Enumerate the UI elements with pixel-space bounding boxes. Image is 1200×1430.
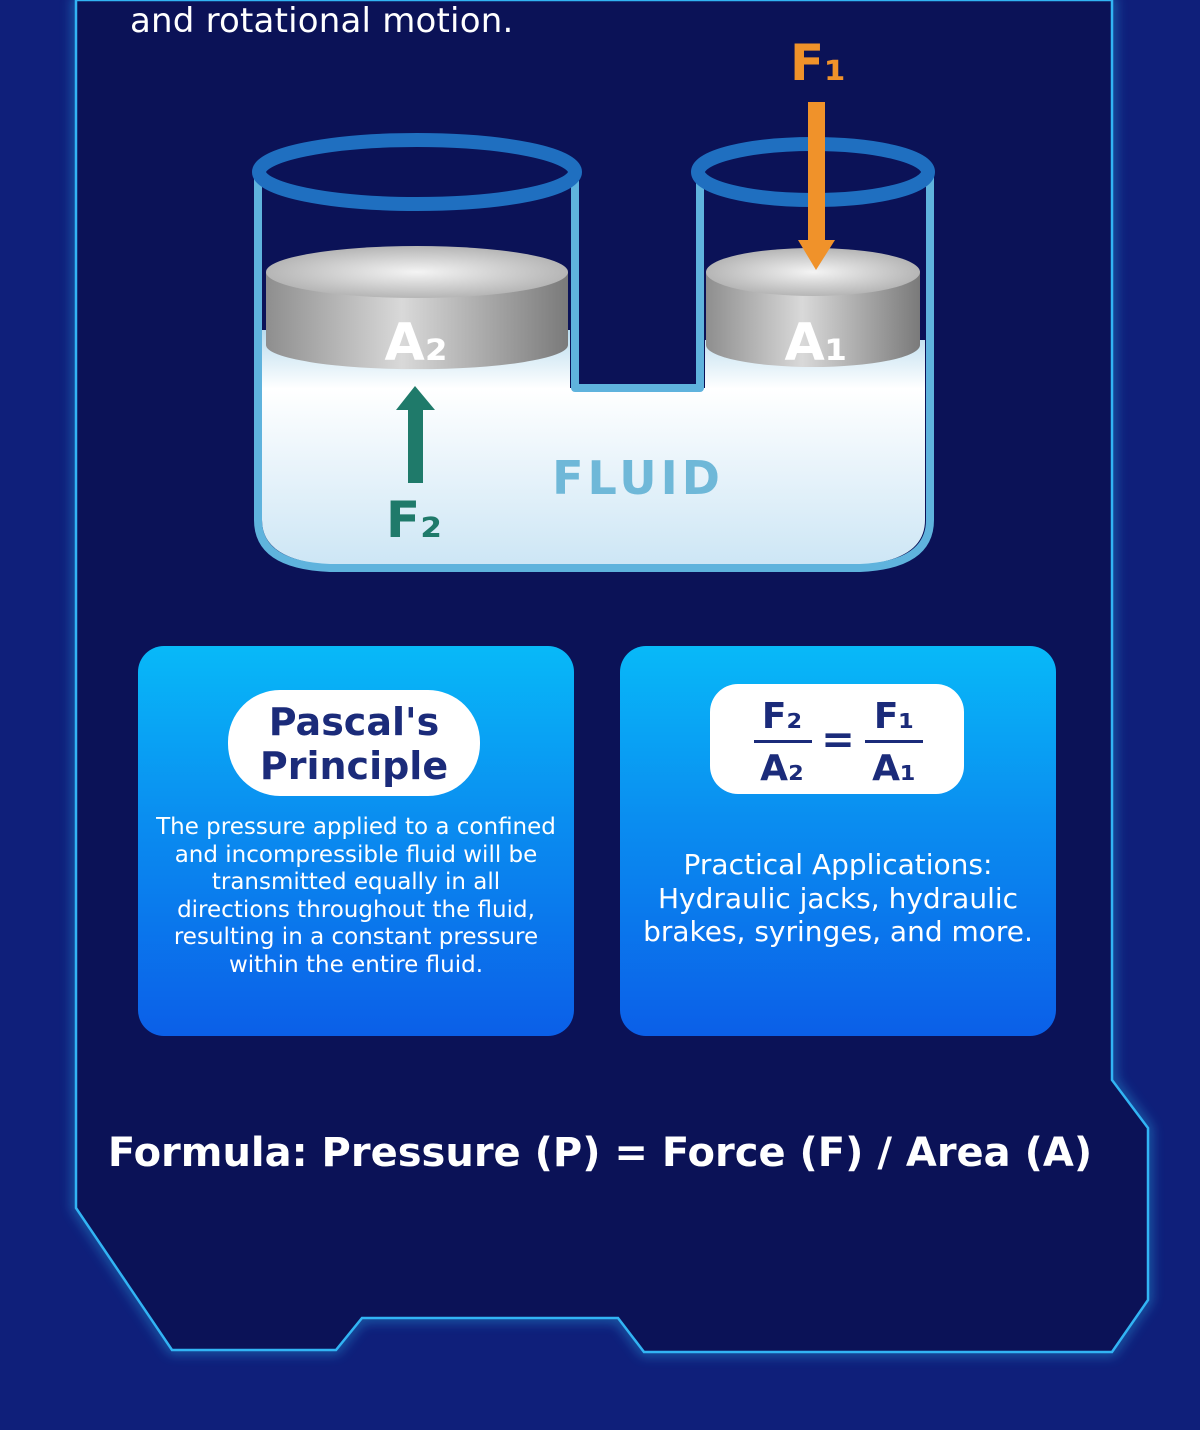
intro-line-2: and rotational motion. — [130, 1, 514, 41]
tank-outline — [254, 175, 934, 572]
ratio-left-numerator: F₂ — [762, 696, 802, 737]
intro-text: p and rotational motion. — [130, 0, 1090, 48]
area-large-label: A₂ — [384, 313, 447, 373]
large-piston — [266, 246, 568, 370]
ratio-left-bar — [754, 740, 812, 743]
principle-title-pill: Pascal's Principle — [228, 690, 480, 796]
large-cylinder-rim — [252, 133, 582, 211]
pressure-formula: Formula: Pressure (P) = Force (F) / Area… — [107, 1130, 1093, 1176]
ratio-right-denominator: A₁ — [872, 748, 916, 789]
fluid-label: FLUID — [552, 451, 724, 505]
ratio-formula: F₂ A₂ = F₁ A₁ — [754, 696, 923, 789]
ratio-left-denominator: A₂ — [760, 748, 804, 789]
ratio-equals: = — [821, 717, 855, 763]
force-in-label: F₁ — [790, 34, 846, 92]
small-piston — [706, 248, 920, 367]
ratio-formula-pill: F₂ A₂ = F₁ A₁ — [710, 684, 964, 794]
force-in-arrow — [798, 102, 835, 270]
pressure-ratio-card: F₂ A₂ = F₁ A₁ Practical Applications: Hy… — [620, 646, 1056, 1036]
fluid-body — [262, 330, 925, 565]
hydraulic-press-diagram: F₁ F₂ A₂ A₁ FLUID — [252, 34, 935, 572]
practical-applications: Practical Applications: Hydraulic jacks,… — [643, 848, 1033, 948]
ratio-right-bar — [865, 740, 923, 743]
force-out-label: F₂ — [386, 491, 442, 549]
principle-title-line-1: Pascal's — [268, 700, 440, 744]
principle-title-line-2: Principle — [259, 744, 449, 788]
area-small-label: A₁ — [784, 313, 847, 373]
pascals-principle-card: Pascal's Principle The pressure applied … — [138, 646, 574, 1036]
principle-description: The pressure applied to a confined and i… — [156, 814, 556, 978]
ratio-right-numerator: F₁ — [874, 696, 914, 737]
force-out-arrow — [396, 386, 435, 483]
